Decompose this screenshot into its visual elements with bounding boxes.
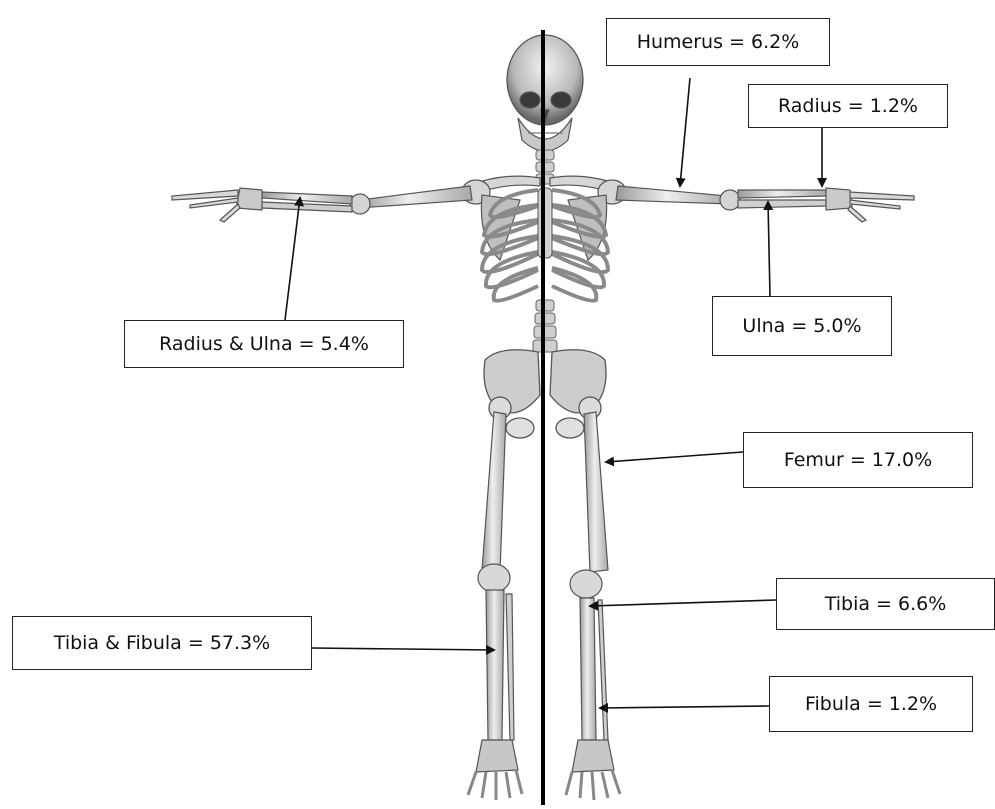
left-leg	[468, 412, 522, 800]
ulna-label: Ulna = 5.0%	[712, 296, 892, 356]
left-arm	[172, 186, 472, 222]
radius-ulna-arrow	[285, 198, 300, 320]
tibia-fibula-arrow	[312, 648, 494, 650]
femur-label: Femur = 17.0%	[743, 432, 973, 488]
radius-ulna-label: Radius & Ulna = 5.4%	[124, 320, 404, 368]
femur-arrow	[606, 452, 743, 462]
humerus-label: Humerus = 6.2%	[606, 18, 830, 66]
tibia-arrow	[590, 600, 776, 606]
humerus-arrow	[680, 78, 690, 186]
tibia-label: Tibia = 6.6%	[776, 578, 995, 630]
ulna-arrow	[768, 202, 770, 296]
fibula-arrow	[600, 706, 769, 708]
right-arm	[616, 186, 914, 222]
radius-right-label: Radius = 1.2%	[748, 84, 948, 128]
fibula-label: Fibula = 1.2%	[769, 676, 973, 732]
tibia-fibula-label: Tibia & Fibula = 57.3%	[12, 616, 312, 670]
